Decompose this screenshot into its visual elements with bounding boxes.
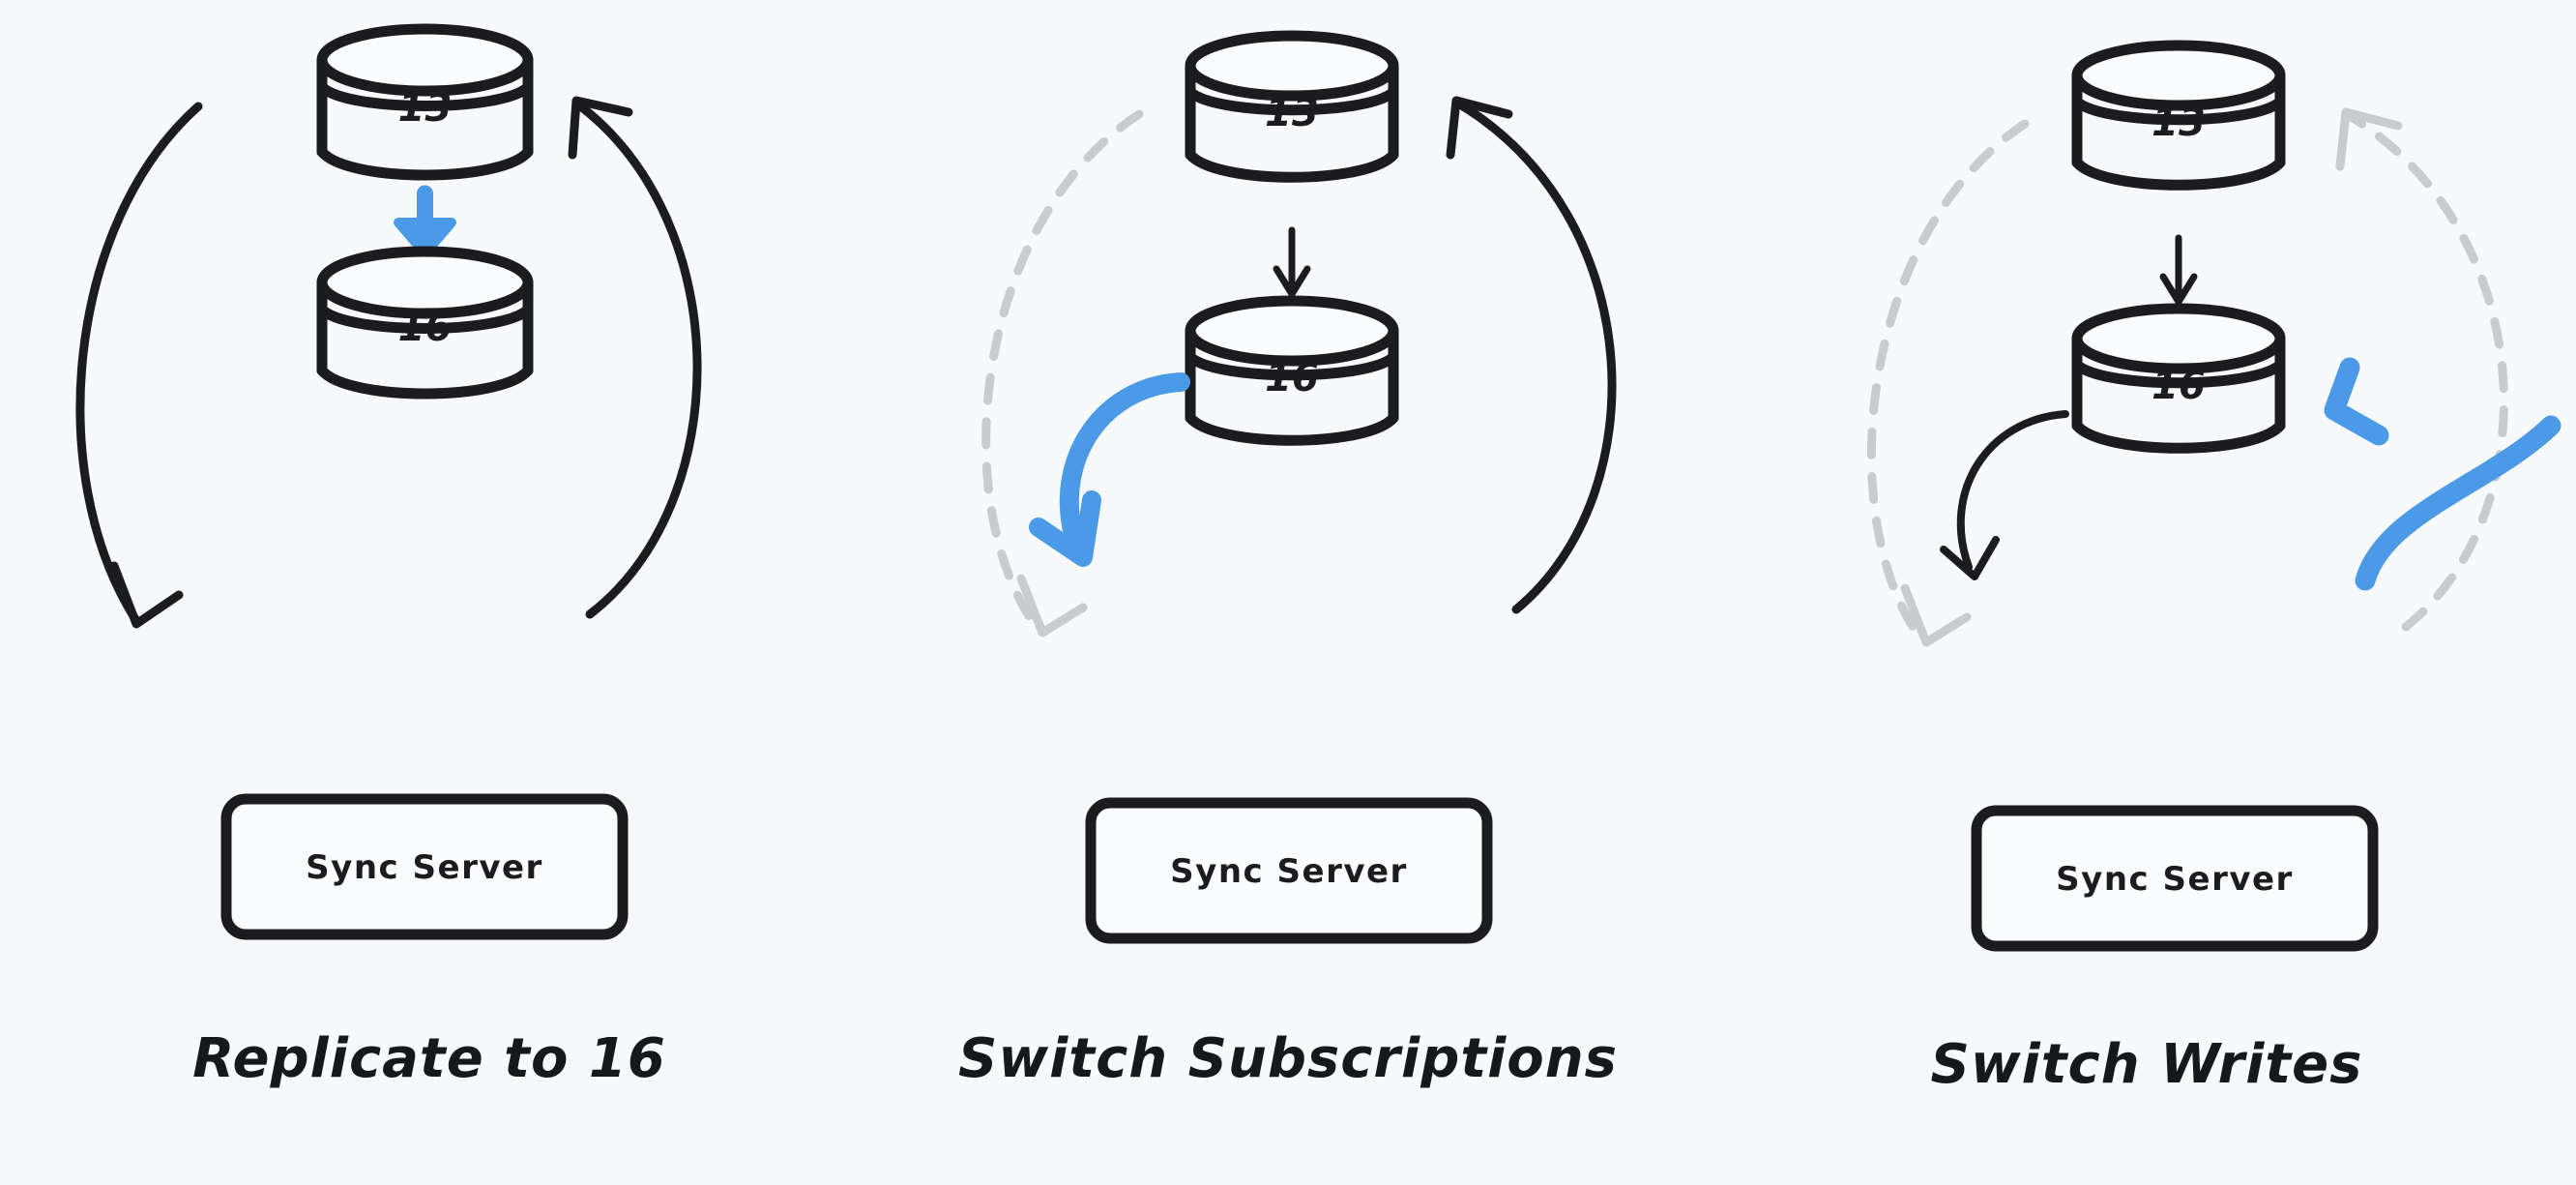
database-cylinder-16: 16 (316, 246, 534, 400)
panel-2-title: Switch Subscriptions (958, 1027, 1618, 1090)
panel-1-title: Replicate to 16 (192, 1027, 666, 1090)
panel-switch-subscriptions: 13 16 (859, 0, 1717, 1185)
database-16-label: 16 (2152, 364, 2206, 408)
database-16-label: 16 (398, 306, 453, 350)
replication-arrow (2159, 234, 2198, 306)
panel-2-graphics: 13 16 (981, 30, 1617, 944)
arc-right-server-outbound (568, 96, 702, 619)
sync-server-box: Sync Server (1971, 805, 2379, 952)
sync-server-label: Sync Server (1170, 852, 1408, 891)
database-16-label: 16 (1265, 356, 1319, 400)
replication-arrow (394, 185, 456, 258)
sync-server-label: Sync Server (306, 848, 543, 887)
database-13-label: 13 (398, 86, 453, 131)
database-cylinder-13: 13 (316, 23, 534, 181)
arc-left-server-inbound (981, 109, 1144, 637)
database-cylinder-16: 16 (1185, 295, 1399, 446)
panel-1-graphics: 13 16 Sync Server (75, 23, 702, 940)
panel-switch-writes: 13 16 (1717, 0, 2576, 1185)
arc-left-server-inbound (1867, 119, 2030, 647)
subscription-arrow (1029, 372, 1190, 567)
panel-3-graphics: 13 16 (1867, 40, 2561, 952)
subscription-arrow (1940, 410, 2069, 580)
replication-arrow (1273, 226, 1311, 298)
writes-arrow (2324, 357, 2561, 591)
sync-server-box: Sync Server (220, 793, 629, 940)
database-cylinder-16: 16 (2071, 303, 2286, 454)
arc-left-server-inbound (75, 102, 203, 629)
database-13-label: 13 (2152, 101, 2206, 145)
sync-server-label: Sync Server (2056, 860, 2294, 899)
panel-replicate-to-16: 13 16 Sync Server Replicate to (0, 0, 859, 1185)
database-cylinder-13: 13 (1185, 30, 1399, 183)
sync-server-box: Sync Server (1085, 797, 1493, 944)
arc-right-server-outbound (2335, 107, 2508, 632)
arc-right-server-outbound (1446, 96, 1617, 614)
database-13-label: 13 (1265, 91, 1319, 135)
panel-3-title: Switch Writes (1930, 1033, 2363, 1096)
database-cylinder-13: 13 (2071, 40, 2286, 191)
